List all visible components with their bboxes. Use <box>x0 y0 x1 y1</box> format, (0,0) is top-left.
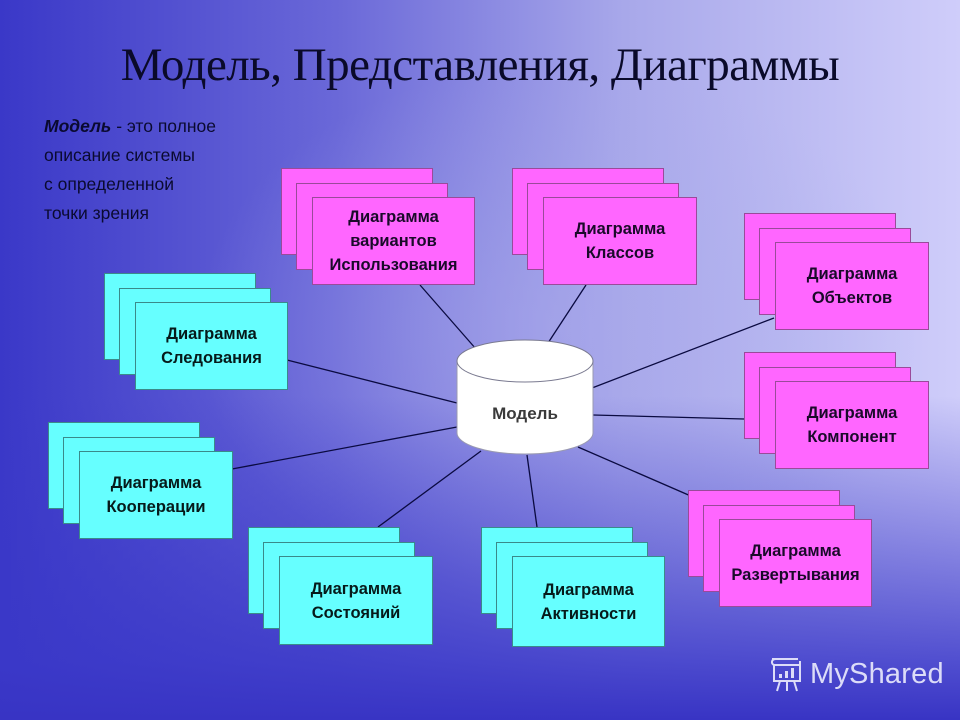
watermark: MyShared <box>768 655 944 693</box>
definition-line-1: - это полное <box>116 116 217 136</box>
slide-title: Модель, Представления, Диаграммы <box>120 39 840 91</box>
connector-collaboration <box>231 426 458 470</box>
connector-object <box>591 317 775 389</box>
diagram-card: Диаграмма Компонент <box>775 381 929 469</box>
definition-line-3: с определенной <box>44 174 175 194</box>
model-cylinder <box>456 339 594 455</box>
connector-deployment <box>577 446 701 501</box>
connector-statechart <box>377 450 482 528</box>
definition-term: Модель <box>44 116 112 136</box>
diagram-card: Диаграмма Кооперации <box>79 451 233 539</box>
diagram-card: Диаграмма Состояний <box>279 556 433 645</box>
diagram-card: Диаграмма Развертывания <box>719 519 872 607</box>
model-definition: Модель - это полное описание системы с о… <box>44 112 274 228</box>
diagram-card: Диаграмма Активности <box>512 556 665 647</box>
connector-component <box>592 414 745 420</box>
connector-class <box>547 284 587 344</box>
connector-sequence <box>286 359 458 404</box>
connector-use-case <box>419 284 477 350</box>
watermark-text: MyShared <box>810 657 944 690</box>
diagram-card: Диаграмма вариантов Использования <box>312 197 475 285</box>
model-label: Модель <box>492 404 558 423</box>
definition-line-2: описание системы <box>44 145 195 165</box>
diagram-card: Диаграмма Следования <box>135 302 288 390</box>
diagram-card: Диаграмма Классов <box>543 197 697 285</box>
diagram-card: Диаграмма Объектов <box>775 242 929 330</box>
presentation-board-icon <box>770 658 801 692</box>
definition-line-4: точки зрения <box>44 203 149 223</box>
connector-activity <box>526 454 538 528</box>
